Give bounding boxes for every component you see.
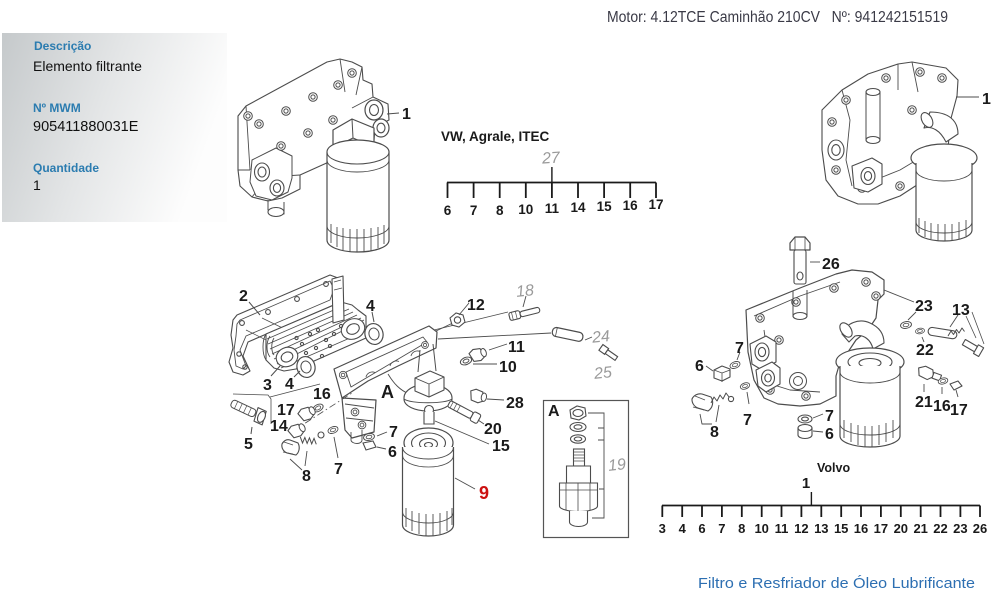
svg-text:Volvo: Volvo	[817, 461, 850, 475]
svg-text:Nº MWM: Nº MWM	[33, 101, 81, 115]
svg-text:7: 7	[743, 412, 752, 429]
svg-text:13: 13	[814, 521, 828, 536]
svg-text:25: 25	[592, 364, 613, 383]
svg-text:4: 4	[366, 298, 375, 315]
svg-text:6: 6	[698, 521, 705, 536]
svg-text:10: 10	[754, 521, 768, 536]
svg-text:8: 8	[496, 203, 504, 218]
svg-text:7: 7	[735, 340, 744, 357]
svg-text:23: 23	[953, 521, 967, 536]
svg-text:Quantidade: Quantidade	[33, 161, 99, 175]
svg-text:12: 12	[467, 297, 485, 314]
svg-text:Elemento filtrante: Elemento filtrante	[33, 58, 142, 74]
svg-text:1: 1	[33, 177, 41, 193]
svg-text:16: 16	[623, 198, 639, 213]
svg-text:21: 21	[915, 394, 933, 411]
svg-text:905411880031E: 905411880031E	[33, 119, 139, 135]
svg-text:7: 7	[825, 408, 834, 425]
svg-text:9: 9	[479, 483, 489, 503]
svg-text:16: 16	[933, 398, 951, 415]
svg-text:8: 8	[302, 468, 311, 485]
svg-text:11: 11	[545, 201, 560, 216]
svg-text:23: 23	[915, 298, 933, 315]
svg-text:11: 11	[775, 521, 789, 536]
svg-text:1: 1	[982, 91, 991, 108]
svg-text:22: 22	[916, 342, 934, 359]
svg-text:26: 26	[973, 521, 987, 536]
svg-text:16: 16	[313, 386, 331, 403]
svg-text:26: 26	[822, 256, 840, 273]
svg-text:Motor: 4.12TCE Caminhão 210CV: Motor: 4.12TCE Caminhão 210CV Nº: 941242…	[607, 9, 948, 26]
svg-text:4: 4	[679, 521, 687, 536]
svg-text:24: 24	[590, 328, 611, 347]
svg-text:Descrição: Descrição	[34, 39, 91, 53]
svg-text:11: 11	[508, 339, 525, 356]
svg-text:VW, Agrale, ITEC: VW, Agrale, ITEC	[441, 129, 550, 144]
svg-text:A: A	[548, 403, 560, 420]
svg-text:17: 17	[874, 521, 888, 536]
svg-text:1: 1	[802, 475, 810, 492]
svg-text:Filtro e Resfriador de Óleo Lu: Filtro e Resfriador de Óleo Lubrificante	[698, 575, 975, 592]
svg-text:10: 10	[518, 202, 533, 217]
svg-text:21: 21	[913, 521, 927, 536]
svg-text:A: A	[381, 382, 394, 402]
svg-text:16: 16	[854, 521, 868, 536]
svg-text:2: 2	[239, 288, 248, 305]
svg-text:15: 15	[834, 521, 848, 536]
svg-text:17: 17	[950, 402, 968, 419]
svg-text:1: 1	[402, 106, 411, 123]
svg-text:6: 6	[695, 358, 704, 375]
svg-text:19: 19	[607, 456, 627, 475]
svg-text:10: 10	[499, 359, 517, 376]
svg-text:13: 13	[952, 302, 970, 319]
svg-text:27: 27	[540, 149, 561, 167]
svg-text:20: 20	[894, 521, 908, 536]
svg-text:15: 15	[597, 199, 613, 214]
svg-text:3: 3	[263, 377, 272, 394]
svg-text:6: 6	[388, 444, 397, 461]
svg-text:7: 7	[470, 203, 478, 218]
svg-text:4: 4	[285, 376, 294, 393]
svg-text:17: 17	[277, 402, 295, 419]
svg-text:7: 7	[389, 424, 398, 441]
svg-text:20: 20	[484, 421, 502, 438]
svg-text:7: 7	[334, 461, 343, 478]
svg-text:5: 5	[244, 436, 253, 453]
svg-text:22: 22	[933, 521, 947, 536]
svg-text:14: 14	[270, 418, 288, 435]
svg-text:7: 7	[718, 521, 725, 536]
svg-text:18: 18	[515, 282, 535, 301]
svg-text:12: 12	[794, 521, 808, 536]
svg-text:14: 14	[570, 200, 586, 215]
svg-text:8: 8	[710, 424, 719, 441]
svg-text:17: 17	[648, 197, 663, 212]
svg-text:8: 8	[738, 521, 745, 536]
svg-text:28: 28	[506, 395, 524, 412]
svg-text:6: 6	[825, 426, 834, 443]
svg-text:3: 3	[659, 521, 666, 536]
svg-text:15: 15	[492, 438, 510, 455]
svg-text:6: 6	[444, 203, 452, 218]
